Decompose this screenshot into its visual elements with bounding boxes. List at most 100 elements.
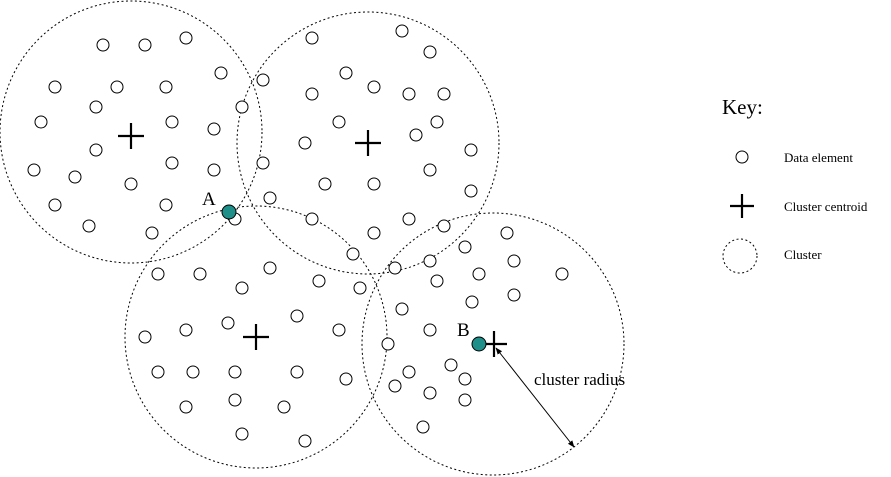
data-element [124,177,138,191]
data-element [388,261,402,275]
data-element [207,163,221,177]
cluster-top-left [0,0,263,264]
data-element [507,254,521,268]
data-element [207,122,221,136]
data-element [339,372,353,386]
centroids [118,123,507,357]
cluster-radius-annotation: cluster radius [495,347,625,448]
point-b-dot [471,336,487,352]
data-element [89,100,103,114]
data-element [68,170,82,184]
data-element [458,393,472,407]
data-element [437,87,451,101]
data-element [332,323,346,337]
data-element [305,31,319,45]
data-element [423,45,437,59]
data-element [395,302,409,316]
data-element [96,38,110,52]
data-element [312,274,326,288]
cluster-top-right [236,11,500,275]
radius-arrow [495,347,575,448]
data-element [332,115,346,129]
data-element [423,163,437,177]
data-element [256,73,270,87]
data-element [290,309,304,323]
data-element [416,420,430,434]
data-element [367,80,381,94]
radius-label: cluster radius [534,370,625,389]
data-element [110,80,124,94]
data-element [179,323,193,337]
data-element [263,261,277,275]
data-element [430,274,444,288]
data-element [381,337,395,351]
data-element [458,372,472,386]
data-element [228,393,242,407]
cluster-icon [722,238,758,274]
legend-label-data-element: Data element [784,150,853,165]
data-element [151,267,165,281]
data-element [159,198,173,212]
data-element [339,66,353,80]
data-element [465,295,479,309]
data-element [423,323,437,337]
data-element [444,358,458,372]
data-element [138,330,152,344]
data-element [402,365,416,379]
data-element [298,434,312,448]
data-element [165,156,179,170]
data-element [464,184,478,198]
data-element [193,267,207,281]
data-element [263,191,277,205]
cluster-centroid-icon [730,194,754,218]
data-element [159,80,173,94]
data-element [353,281,367,295]
clusters [0,0,625,476]
data-element [464,143,478,157]
data-element [305,212,319,226]
cluster-centroid-icon [118,123,144,149]
data-element [179,400,193,414]
data-element [430,115,444,129]
data-element-icon [735,150,749,164]
data-element [221,316,235,330]
point-b-label: B [457,320,470,341]
data-element [388,379,402,393]
data-element [89,143,103,157]
data-element [165,115,179,129]
data-element [27,163,41,177]
cluster-centroid-icon [355,130,381,156]
data-element [298,136,312,150]
data-element [151,365,165,379]
point-a-dot [221,204,237,220]
data-element [346,247,360,261]
data-element [138,38,152,52]
data-element [235,100,249,114]
legend-title: Key: [722,95,763,119]
data-element [235,281,249,295]
data-element [48,198,62,212]
data-element [235,427,249,441]
data-element [402,212,416,226]
data-element [402,87,416,101]
cluster-bottom-right [361,212,625,476]
data-element [472,267,486,281]
cluster-bottom-left [124,205,388,469]
data-element [318,177,332,191]
data-element [277,400,291,414]
data-element [409,128,423,142]
data-element [500,226,514,240]
data-element [34,115,48,129]
legend: Key: Data element Cluster centroid Clust… [722,95,868,274]
cluster-centroid-icon [243,324,269,350]
data-element [179,31,193,45]
highlighted-points: A B [202,189,487,352]
data-element [555,267,569,281]
data-element [186,365,200,379]
data-element [395,24,409,38]
data-elements [27,24,569,448]
data-element [256,156,270,170]
data-element [367,226,381,240]
data-element [305,87,319,101]
data-element [507,288,521,302]
